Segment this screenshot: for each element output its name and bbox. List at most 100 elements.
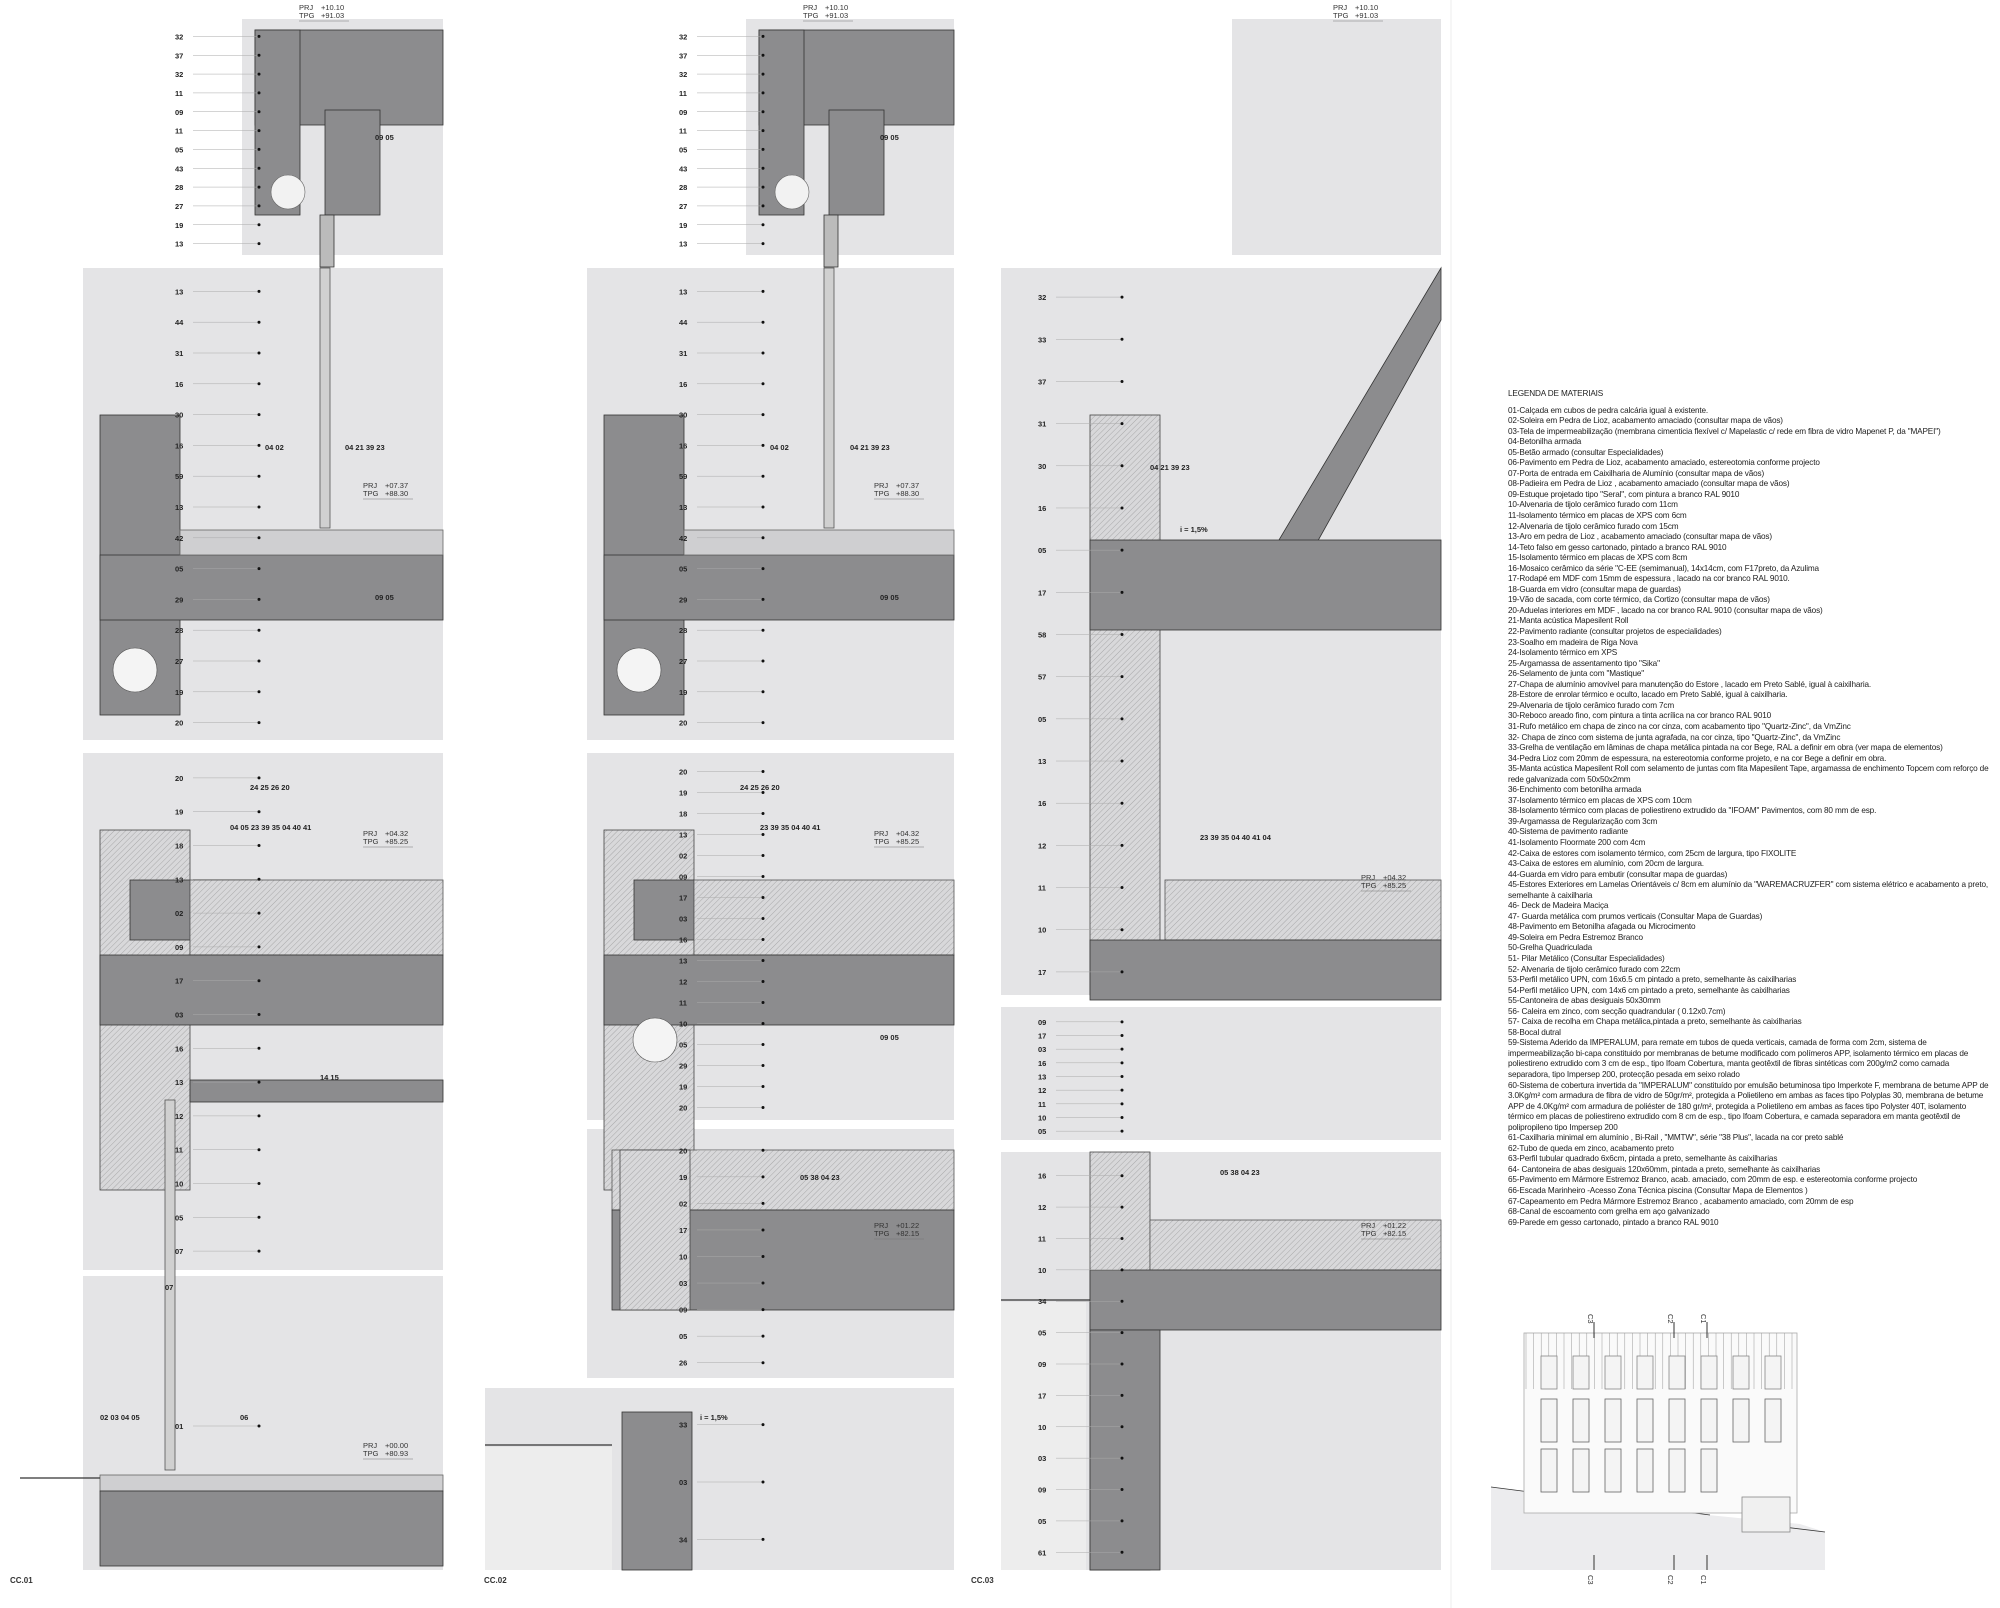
leader-dot [257,1249,261,1253]
level-prj-label: PRJ [1333,3,1347,12]
layer-label: 19 [175,221,183,230]
layer-label: 13 [175,287,183,296]
legend-item: 34-Pedra Lioz com 20mm de espessura, na … [1508,753,1887,763]
leader-dot [761,443,765,447]
section-mark-label: C1 [1699,1575,1708,1585]
layer-label: 02 [175,909,183,918]
leader-dot [761,413,765,417]
leader-dot [257,351,261,355]
door-glazing [164,1099,176,1471]
level-tpg-label: TPG [1333,11,1349,20]
leader-dot [761,110,765,114]
leader-dot [257,320,261,324]
floor-slab [1089,1269,1442,1331]
legend-item: 19-Vão de sacada, com corte térmico, da … [1508,595,1770,605]
callout-label: 04 02 [770,443,789,452]
layer-label: 13 [679,240,687,249]
legend-item: 08-Padieira em Pedra de Lioz , acabament… [1508,479,1790,489]
legend-item: 29-Alvenaria de tijolo cerâmico furado c… [1508,700,1675,710]
layer-label: 10 [679,1253,687,1262]
leader-dot [1120,1102,1124,1106]
layer-label: 10 [1038,926,1046,935]
callout-label: 09 05 [880,1033,899,1042]
leader-dot [761,938,765,941]
window [1700,1398,1718,1443]
leader-dot [1120,1047,1124,1051]
layer-label: 10 [175,1180,183,1189]
leader-dot [761,721,765,725]
level-prj-label: PRJ [803,3,817,12]
level-prj-value: +10.10 [321,3,344,12]
leader-dot [1120,970,1124,974]
leader-dot [257,1182,261,1185]
leader-dot [1120,464,1124,468]
layer-label: 43 [679,164,687,173]
level-prj-label: PRJ [363,1441,377,1450]
layer-label: 59 [679,472,687,481]
layer-label: 09 [1038,1486,1046,1495]
leader-dot [761,72,765,76]
leader-dot [1120,295,1124,299]
legend-item: 60-Sistema de cobertura invertida da "IM… [1508,1080,1989,1132]
leader-dot [761,597,765,601]
leader-dot [1120,1061,1124,1065]
layer-label: 20 [679,1104,687,1113]
leader-dot [1120,801,1124,805]
legend-item: 66-Escada Marinheiro -Acesso Zona Técnic… [1508,1186,1808,1196]
legend-item: 47- Guarda metálica com prumos verticais… [1508,911,1763,921]
level-tpg-value: +80.93 [385,1449,408,1458]
layer-label: 20 [679,1146,687,1155]
level-tpg-label: TPG [874,837,890,846]
callout-label: 04 21 39 23 [345,443,385,452]
leader-dot [761,34,765,38]
legend-item: 17-Rodapé em MDF com 15mm de espessura ,… [1508,574,1790,584]
callout-label: 04 05 23 39 35 04 40 41 [230,823,311,832]
leader-dot [761,1175,765,1179]
layer-label: 30 [1038,462,1046,471]
shutter-roll [270,174,306,210]
leader-dot [761,129,765,133]
layer-label: 13 [175,875,183,884]
legend-item: 33-Grelha de ventilação em lâminas de ch… [1508,743,1943,753]
callout-label: 09 05 [375,593,394,602]
level-prj-label: PRJ [874,481,888,490]
level-prj-value: +04.32 [385,829,408,838]
legend-item: 59-Sistema Aderido da IMPERALUM, para re… [1508,1038,1969,1079]
leader-dot [1120,1488,1124,1492]
layer-label: 19 [175,808,183,817]
layer-label: 03 [1038,1045,1046,1054]
leader-dot [761,1043,765,1046]
window [1636,1448,1654,1493]
layer-label: 59 [175,472,183,481]
leader-dot [257,53,261,57]
layer-label: 09 [679,873,687,882]
leader-dot [761,1255,765,1258]
layer-label: 11 [175,89,183,98]
layer-label: 28 [175,626,183,635]
leader-dot [1120,1205,1124,1209]
dormer-window [1636,1355,1654,1390]
layer-label: 05 [175,1213,183,1222]
level-tpg-value: +85.25 [385,837,408,846]
level-prj-value: +07.37 [385,481,408,490]
layer-label: 11 [175,127,183,136]
level-prj-label: PRJ [1361,873,1375,882]
layer-label: 20 [679,719,687,728]
layer-label: 02 [679,1199,687,1208]
layer-label: 05 [679,1041,687,1050]
leader-dot [257,413,261,417]
level-tpg-value: +88.30 [385,489,408,498]
window-frame [319,214,335,268]
layer-label: 01 [175,1422,183,1431]
layer-label: 17 [1038,1032,1046,1041]
leader-dot [257,567,261,571]
section-mark-label: C1 [1699,1314,1708,1324]
legend-item: 68-Canal de escoamento com grelha em aço… [1508,1207,1710,1217]
leader-dot [761,1085,765,1088]
window [1572,1398,1590,1443]
leader-dot [1120,1020,1124,1024]
section-mark-label: C2 [1666,1314,1675,1324]
legend-item: 69-Parede em gesso cartonado, pintado a … [1508,1217,1719,1227]
section-caption: CC.01 [10,1576,33,1585]
leader-dot [257,289,261,293]
